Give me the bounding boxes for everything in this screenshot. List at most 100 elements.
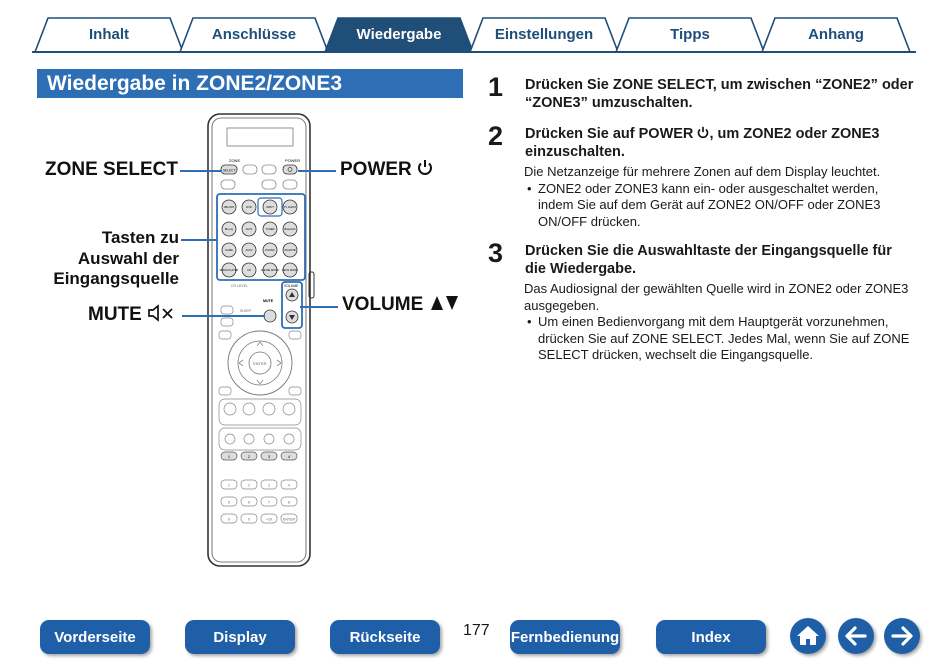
step-number: 3 (488, 238, 504, 268)
remote-smart-select-button (280, 451, 298, 461)
step-number: 1 (488, 72, 504, 102)
callout-line-mute (182, 315, 265, 317)
back-button[interactable] (838, 618, 874, 654)
home-button[interactable] (790, 618, 826, 654)
step-title: Drücken Sie ZONE SELECT, um zwischen “ZO… (525, 77, 914, 111)
remote-source-button (282, 262, 298, 278)
step-description: Das Audiosignal der gewählten Quelle wir… (524, 281, 909, 313)
remote-smart-select-label: 3 (268, 454, 271, 459)
remote-source-button (221, 221, 237, 237)
remote-mute-button (263, 309, 277, 323)
remote-source-button-label: AUX2 (246, 248, 253, 252)
remote-number-button (220, 496, 238, 507)
remote-number-label: +10 (266, 517, 272, 521)
step-title: Drücken Sie die Auswahltaste der Eingang… (525, 243, 892, 277)
tab-wiedergabe[interactable]: Wiedergabe (324, 16, 474, 53)
forward-button[interactable] (884, 618, 920, 654)
step-description: Die Netzanzeige für mehrere Zonen auf de… (524, 164, 881, 179)
remote-number-label: 6 (248, 500, 250, 504)
tab-label: Anschlüsse (211, 25, 297, 43)
remote-source-button-label: TV AUDIO (284, 205, 296, 209)
remote-number-label: 5 (228, 500, 230, 504)
remote-number-button (260, 479, 278, 490)
step-body: Das Audiosignal der gewählten Quelle wir… (524, 281, 916, 364)
remote-source-button (241, 199, 257, 215)
remote-number-button (240, 479, 258, 490)
remote-number-button (260, 513, 278, 524)
remote-smart-select-label: 4 (288, 454, 291, 459)
tab-underline (32, 51, 916, 53)
tab-anschluesse[interactable]: Anschlüsse (179, 16, 329, 53)
remote-source-button-label: HEOS MUSIC (282, 268, 299, 272)
remote-source-button (262, 262, 278, 278)
page-number: 177 (463, 622, 490, 639)
callout-mute: MUTE (88, 304, 175, 326)
callout-power-label: POWER (340, 159, 412, 180)
section-title: Wiedergabe in ZONE2/ZONE3 (37, 69, 463, 98)
remote-power-label: POWER (285, 158, 300, 163)
remote-source-button (241, 262, 257, 278)
step-bullet: Um einen Bedienvorgang mit dem Hauptgerä… (524, 314, 916, 364)
nav-rueckseite-button[interactable]: Rückseite (330, 620, 440, 654)
remote-source-button-label: Bluetooth (285, 227, 297, 231)
remote-source-button-label: GAME (225, 248, 233, 252)
remote-source-button (262, 242, 278, 258)
remote-volume-label: VOLUME (284, 284, 299, 288)
arrow-right-icon (891, 626, 913, 646)
tab-einstellungen[interactable]: Einstellungen (469, 16, 619, 53)
remote-source-button (221, 242, 237, 258)
remote-source-button (221, 262, 237, 278)
nav-index-button[interactable]: Index (656, 620, 766, 654)
remote-number-button (220, 479, 238, 490)
step-bullet: ZONE2 oder ZONE3 kann ein- oder ausgesch… (524, 181, 916, 231)
remote-source-button-label: PHONO (265, 248, 275, 252)
home-icon (797, 626, 819, 645)
remote-smart-select-button (260, 451, 278, 461)
callout-zone-select: ZONE SELECT (45, 159, 179, 180)
remote-number-label: 1 (228, 483, 230, 487)
remote-number-label: 3 (268, 483, 270, 487)
remote-number-button (280, 479, 298, 490)
step-body: Die Netzanzeige für mehrere Zonen auf de… (524, 164, 916, 230)
remote-source-button-label: AUX1 (246, 227, 253, 231)
remote-zone-label: ZONE (229, 158, 240, 163)
remote-smart-select-button (240, 451, 258, 461)
remote-number-label: 7 (268, 500, 270, 504)
tab-inhalt[interactable]: Inhalt (34, 16, 184, 53)
remote-number-button (280, 513, 298, 524)
remote-number-label: 9 (228, 517, 230, 521)
remote-enter-label: ENTER (253, 361, 267, 366)
tab-tipps[interactable]: Tipps (615, 16, 765, 53)
callout-source-line: Tasten zu (101, 228, 179, 247)
tab-label: Inhalt (89, 25, 129, 43)
callout-line-volume (300, 306, 338, 308)
step-title-part: Drücken Sie auf POWER (525, 126, 698, 142)
step-1: 1 Drücken Sie ZONE SELECT, um zwischen “… (488, 72, 916, 112)
remote-number-label: 0 (248, 517, 250, 521)
remote-smart-select-button (220, 451, 238, 461)
remote-source-button-label: Blu-ray (225, 227, 234, 231)
tab-label: Wiedergabe (356, 25, 442, 43)
remote-number-button (240, 513, 258, 524)
nav-fernbedienung-button[interactable]: Fernbedienung (510, 620, 620, 654)
remote-source-button (262, 221, 278, 237)
arrow-left-icon (845, 626, 867, 646)
callout-line-zone-select (180, 170, 222, 172)
remote-number-button (280, 496, 298, 507)
callout-mute-label: MUTE (88, 304, 142, 325)
remote-select-label: SELECT (223, 169, 235, 173)
remote-source-button-label: CBL/SAT (224, 205, 235, 209)
nav-display-button[interactable]: Display (185, 620, 295, 654)
callout-line-source (181, 239, 217, 241)
remote-source-button-label: iPod/USB (284, 248, 296, 252)
tab-anhang[interactable]: Anhang (761, 16, 911, 53)
tab-label: Anhang (808, 25, 864, 43)
step-number: 2 (488, 121, 504, 151)
tab-bar: Inhalt Anschlüsse Wiedergabe Einstellung… (32, 16, 916, 53)
callout-source-line: Eingangsquelle (53, 269, 179, 288)
nav-vorderseite-button[interactable]: Vorderseite (40, 620, 150, 654)
remote-number-label: 8 (288, 500, 290, 504)
